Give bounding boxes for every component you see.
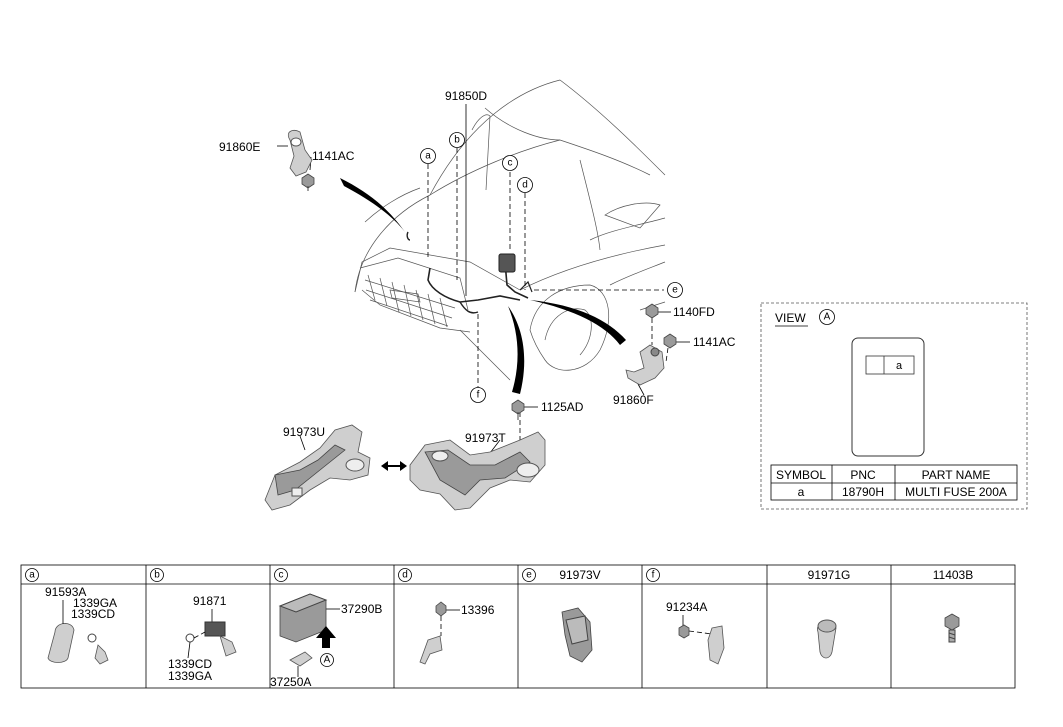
td-pnc: 18790H <box>842 485 884 499</box>
bolt-1125AD <box>511 399 525 420</box>
callout-b: b <box>449 132 465 148</box>
double-arrow-icon <box>381 461 407 471</box>
svg-text:1339GA: 1339GA <box>73 596 117 610</box>
pointer-wedges <box>340 178 626 394</box>
svg-text:91593A: 91593A <box>45 585 86 599</box>
col-d-content: 13396 <box>419 601 495 665</box>
svg-text:1339CD: 1339CD <box>168 657 212 671</box>
svg-text:f: f <box>652 570 655 581</box>
svg-text:1339CD: 1339CD <box>71 607 115 621</box>
label-91860E: 91860E <box>219 140 260 154</box>
view-a-marker: A <box>824 312 831 323</box>
label-91850D: 91850D <box>445 89 487 103</box>
callout-c: c <box>502 155 518 171</box>
callout-d: d <box>517 177 533 193</box>
col-e-pnc: 91973V <box>559 568 600 582</box>
svg-text:e: e <box>526 570 532 581</box>
label-1125AD: 1125AD <box>541 400 584 414</box>
svg-text:91871: 91871 <box>193 594 227 608</box>
col-e-content <box>561 607 593 663</box>
svg-text:13396: 13396 <box>461 603 495 617</box>
svg-text:c: c <box>508 158 513 169</box>
bracket-91860E <box>287 130 313 177</box>
td-part-name: MULTI FUSE 200A <box>905 485 1007 499</box>
col-8-content <box>944 613 960 643</box>
label-91973T: 91973T <box>465 431 506 445</box>
svg-text:b: b <box>454 135 460 146</box>
bolt-1141AC-top <box>301 173 315 191</box>
view-a-panel: VIEW A a SYMBOL PNC PART NAME a 18790H M… <box>760 302 1028 510</box>
svg-text:a: a <box>425 151 431 162</box>
col-c-content: 37290B 37250A A <box>270 593 382 689</box>
svg-text:37250A: 37250A <box>270 675 311 689</box>
col-b-content: 91871 1339CD 1339GA <box>168 594 237 683</box>
parts-table: a b c d e 91973V f 91971G 11403B 91593A … <box>20 564 1016 689</box>
col-f-content: 91234A <box>666 600 725 665</box>
callout-e: e <box>667 282 683 298</box>
label-1140FD: 1140FD <box>673 305 715 319</box>
bracket-91973U <box>264 424 371 511</box>
view-a-table: SYMBOL PNC PART NAME a 18790H MULTI FUSE… <box>770 464 1018 501</box>
svg-text:b: b <box>154 570 160 581</box>
svg-text:c: c <box>279 570 284 581</box>
svg-text:f: f <box>477 390 480 401</box>
callout-a: a <box>420 148 436 164</box>
svg-text:37290B: 37290B <box>341 602 382 616</box>
th-part-name: PART NAME <box>922 468 991 482</box>
view-a-title: VIEW <box>775 311 806 325</box>
label-91860F: 91860F <box>613 393 654 407</box>
label-1141AC-right: 1141AC <box>693 335 736 349</box>
col-7-pnc: 91971G <box>808 568 851 582</box>
col-e-header: e 91973V <box>522 568 601 582</box>
leader-lines <box>277 104 690 468</box>
col-c-marker: A <box>324 655 331 666</box>
svg-text:91234A: 91234A <box>666 600 707 614</box>
svg-text:d: d <box>522 180 528 191</box>
bracket-91973T <box>409 431 546 511</box>
col-b-header: b <box>150 568 164 582</box>
col-a-content: 91593A 1339GA 1339CD <box>45 585 117 665</box>
col-f-header: f <box>646 568 660 582</box>
col-a-header: a <box>25 568 39 582</box>
col-c-header: c <box>274 568 288 582</box>
td-symbol: a <box>798 485 805 499</box>
label-91973U: 91973U <box>283 425 325 439</box>
col-d-header: d <box>398 568 412 582</box>
svg-text:d: d <box>402 570 408 581</box>
bracket-91860F <box>625 303 677 386</box>
svg-text:a: a <box>29 570 35 581</box>
label-1141AC-top: 1141AC <box>312 149 355 163</box>
callout-f: f <box>470 387 486 403</box>
th-symbol: SYMBOL <box>776 468 826 482</box>
col-8-pnc: 11403B <box>933 568 973 582</box>
fuse-slot-a: a <box>896 360 903 372</box>
svg-text:1339GA: 1339GA <box>168 669 212 683</box>
wiring-harness <box>406 231 533 314</box>
svg-text:e: e <box>672 285 678 296</box>
col-7-content <box>817 619 837 659</box>
th-pnc: PNC <box>850 468 876 482</box>
